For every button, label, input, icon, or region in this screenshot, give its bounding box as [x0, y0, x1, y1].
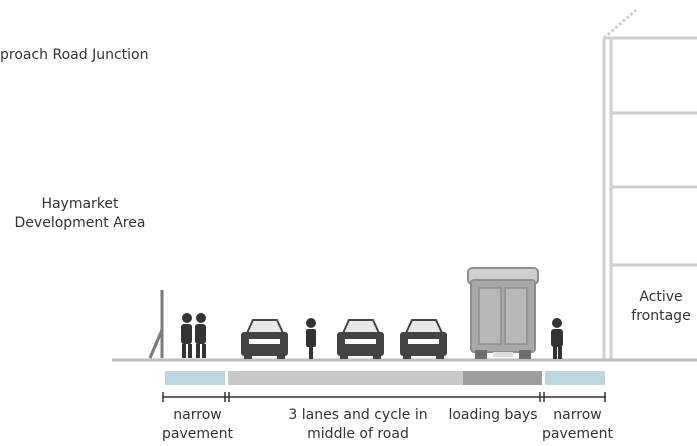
car-icon	[241, 319, 288, 359]
car-icon	[400, 319, 447, 359]
lamp-post-icon	[148, 290, 164, 359]
road-bar	[228, 371, 463, 385]
section-label-loading-bays: loading bays	[448, 407, 538, 423]
left-area-label: Haymarket Development Area	[14, 196, 146, 231]
pedestrian-icon	[181, 313, 192, 358]
loading-bay-bar	[463, 371, 542, 385]
cyclist-icon	[306, 318, 316, 359]
right-area-label: Active frontage	[631, 289, 691, 324]
car-icon	[337, 319, 384, 359]
section-label-road: 3 lanes and cycle in middle of road	[288, 407, 428, 442]
building	[602, 8, 697, 360]
pedestrian-icon	[551, 318, 563, 359]
pedestrian-icon	[195, 313, 206, 358]
section-label-right-pavement: narrow pavement	[542, 407, 613, 442]
dimension-line	[162, 392, 606, 402]
pavement-bar-right	[545, 371, 605, 385]
diagram-title: proach Road Junction	[0, 47, 149, 63]
delivery-van-icon	[467, 267, 539, 359]
section-label-left-pavement: narrow pavement	[162, 407, 233, 442]
pavement-bar-left	[165, 371, 225, 385]
